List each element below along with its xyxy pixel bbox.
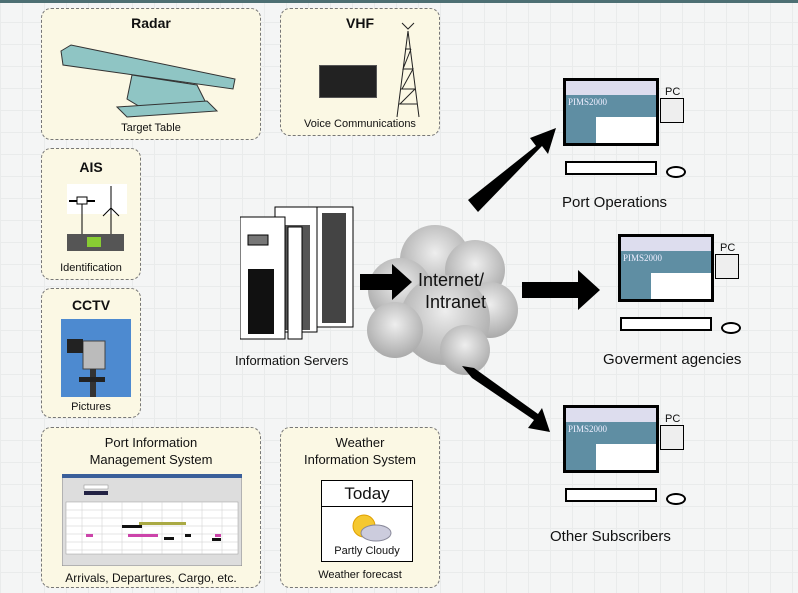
cctv-camera-photo bbox=[61, 319, 131, 397]
keyboard-icon bbox=[565, 488, 657, 502]
weather-box: Weather Information System Today Partly … bbox=[280, 427, 440, 588]
arrow-servers-to-cloud bbox=[360, 264, 412, 300]
cloud-label-line2: Intranet bbox=[425, 292, 487, 312]
tower-icon bbox=[396, 22, 420, 118]
arrow-cloud-to-port-operations bbox=[468, 128, 556, 212]
client-label-government-agencies: Goverment agencies bbox=[603, 351, 742, 368]
arrow-cloud-to-government bbox=[522, 270, 600, 310]
pc-label: PC bbox=[665, 413, 681, 425]
radar-caption: Target Table bbox=[121, 122, 181, 134]
ais-box: AIS Identification bbox=[41, 148, 141, 280]
arrow-cloud-to-subscribers bbox=[462, 366, 550, 432]
pims-caption: Arrivals, Departures, Cargo, etc. bbox=[65, 571, 237, 585]
pims-title-line1: Port Information bbox=[104, 435, 198, 450]
radio-icon bbox=[319, 65, 377, 98]
pc-tower-icon bbox=[660, 98, 684, 123]
cctv-box: CCTV Pictures bbox=[41, 288, 141, 418]
weather-card: Today Partly Cloudy bbox=[321, 480, 413, 562]
pims-box: Port Information Management System Arriv… bbox=[41, 427, 261, 588]
mouse-icon bbox=[666, 493, 686, 505]
pc-label: PC bbox=[720, 242, 736, 254]
keyboard-icon bbox=[565, 161, 657, 175]
pc-tower-icon bbox=[715, 254, 739, 279]
mouse-icon bbox=[666, 166, 686, 178]
pc-label: PC bbox=[665, 86, 681, 98]
pc-port-operations: PIMS2000 PC bbox=[560, 78, 690, 188]
weather-title-line1: Weather bbox=[335, 435, 385, 450]
pims-title-line2: Management System bbox=[89, 452, 213, 467]
client-label-other-subscribers: Other Subscribers bbox=[550, 528, 671, 545]
weather-card-text: Partly Cloudy bbox=[334, 545, 400, 557]
vhf-caption: Voice Communications bbox=[304, 118, 416, 130]
monitor-icon: PIMS2000 bbox=[563, 405, 659, 473]
cctv-caption: Pictures bbox=[71, 401, 111, 413]
radar-antenna-icon bbox=[60, 44, 236, 118]
pc-tower-icon bbox=[660, 425, 684, 450]
weather-title-line2: Information System bbox=[304, 452, 416, 467]
radar-box: Radar Target Table bbox=[41, 8, 261, 140]
vhf-title: VHF bbox=[346, 15, 374, 31]
top-border bbox=[0, 0, 798, 3]
pc-government-agencies: PIMS2000 PC bbox=[615, 234, 745, 344]
monitor-icon: PIMS2000 bbox=[618, 234, 714, 302]
keyboard-icon bbox=[620, 317, 712, 331]
pims-screenshot bbox=[62, 474, 242, 566]
monitor-icon: PIMS2000 bbox=[563, 78, 659, 146]
servers-icon bbox=[240, 206, 354, 340]
pc-other-subscribers: PIMS2000 PC bbox=[560, 405, 690, 515]
ais-caption: Identification bbox=[60, 262, 122, 274]
ais-title: AIS bbox=[79, 159, 103, 175]
vhf-box: VHF Voice Communications bbox=[280, 8, 440, 136]
weather-card-header: Today bbox=[322, 481, 412, 507]
weather-caption: Weather forecast bbox=[318, 569, 402, 581]
client-label-port-operations: Port Operations bbox=[562, 194, 668, 211]
partly-cloudy-icon bbox=[352, 514, 392, 542]
cloud-label-line1: Internet/ bbox=[418, 270, 485, 290]
ais-transponder-icon bbox=[67, 184, 127, 251]
radar-title: Radar bbox=[131, 15, 171, 31]
mouse-icon bbox=[721, 322, 741, 334]
servers-label: Information Servers bbox=[235, 353, 349, 368]
cctv-title: CCTV bbox=[71, 297, 111, 313]
